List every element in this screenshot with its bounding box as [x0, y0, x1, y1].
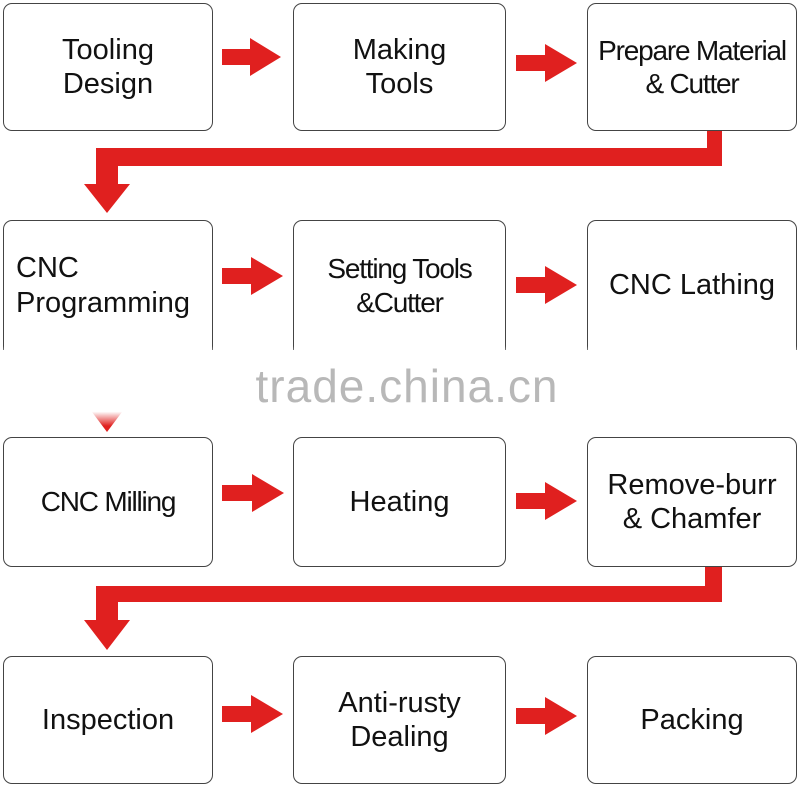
- step-cnc-programming: CNC Programming: [3, 220, 213, 350]
- step-setting-tools-cutter: Setting Tools &Cutter: [293, 220, 506, 350]
- arrow-setting-to-lathing: [516, 266, 577, 304]
- arrow-making-to-prepare: [516, 44, 577, 82]
- arrow-antirusty-to-packing: [516, 697, 577, 735]
- step-tooling-design: Tooling Design: [3, 3, 213, 131]
- arrow-inspection-to-antirusty: [222, 695, 283, 733]
- arrow-heating-to-remove: [516, 482, 577, 520]
- arrow-programming-to-setting: [222, 257, 283, 295]
- step-making-tools: Making Tools: [293, 3, 506, 131]
- arrow-prepare-to-programming: [84, 130, 722, 213]
- step-cnc-milling: CNC Milling: [3, 437, 213, 567]
- step-packing: Packing: [587, 656, 797, 784]
- step-remove-burr-chamfer: Remove-burr & Chamfer: [587, 437, 797, 567]
- step-prepare-material-cutter: Prepare Material & Cutter: [587, 3, 797, 131]
- arrow-remove-to-inspection: [84, 567, 722, 650]
- watermark-band: trade.china.cn: [0, 346, 800, 426]
- arrow-milling-to-heating: [222, 474, 284, 512]
- watermark-text: trade.china.cn: [255, 360, 559, 412]
- step-inspection: Inspection: [3, 656, 213, 784]
- arrow-tooling-to-making: [222, 38, 281, 76]
- step-heating: Heating: [293, 437, 506, 567]
- step-cnc-lathing: CNC Lathing: [587, 220, 797, 350]
- step-anti-rusty-dealing: Anti-rusty Dealing: [293, 656, 506, 784]
